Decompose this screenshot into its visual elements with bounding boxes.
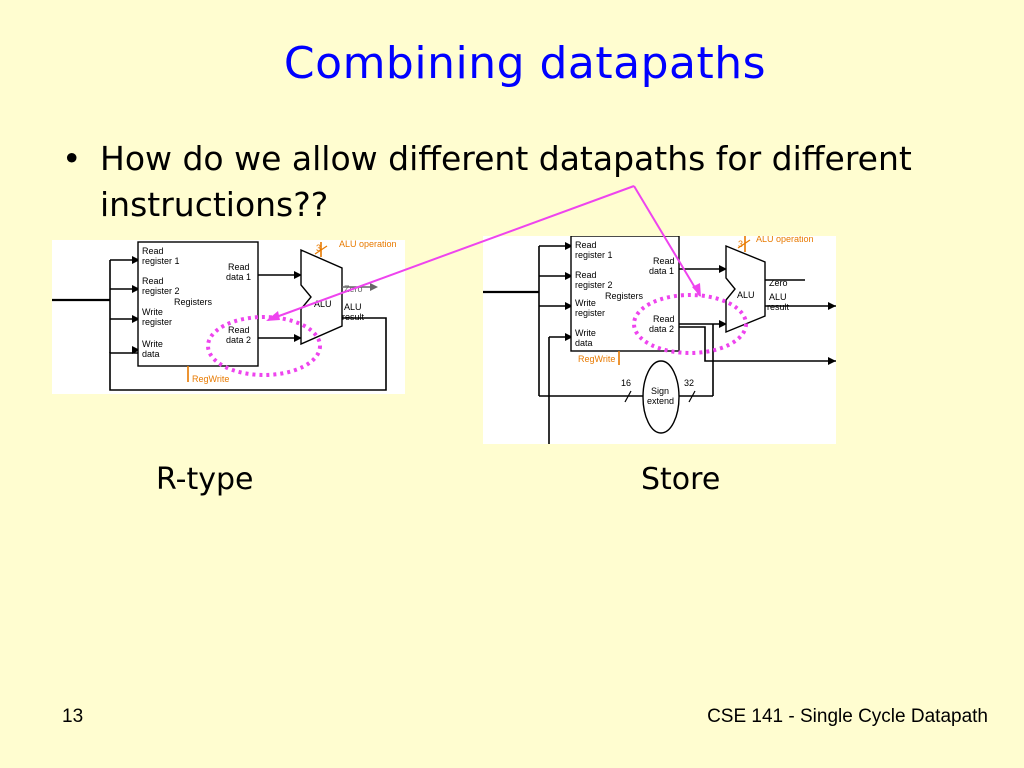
sign-extend-unit	[642, 360, 680, 434]
regwrite-label: RegWrite	[192, 374, 229, 384]
bullet-marker: •	[62, 139, 82, 178]
read-data-2-label: data 2	[226, 335, 251, 345]
rtype-datapath-diagram: Read register 1 Read register 2 Write re…	[52, 240, 405, 394]
alu-label: ALU	[737, 290, 755, 300]
write-register-label: register	[142, 317, 172, 327]
regwrite-label: RegWrite	[578, 354, 615, 364]
read-data-2-label: Read	[653, 314, 675, 324]
arrowhead	[132, 315, 140, 323]
alu-result-label: result	[767, 302, 790, 312]
read-register-1-label: Read	[575, 240, 597, 250]
write-register-label: Write	[575, 298, 596, 308]
arrowhead	[132, 256, 140, 264]
store-datapath-diagram: Read register 1 Read register 2 Write re…	[483, 236, 836, 444]
write-register-label: Write	[142, 307, 163, 317]
write-register-label: register	[575, 308, 605, 318]
sign-extend-label: extend	[647, 396, 674, 406]
zero-label: Zero	[344, 284, 363, 294]
arrowhead	[828, 357, 836, 365]
write-data-label: Write	[142, 339, 163, 349]
alu-result-label: ALU	[344, 302, 362, 312]
read-register-2-label: Read	[575, 270, 597, 280]
bullet-item: • How do we allow different datapaths fo…	[62, 136, 942, 228]
write-data-label: data	[142, 349, 160, 359]
write-data-label: data	[575, 338, 593, 348]
page-number: 13	[62, 706, 84, 727]
alu-result-label: ALU	[769, 292, 787, 302]
store-caption: Store	[641, 462, 721, 497]
rtype-caption: R-type	[156, 462, 254, 497]
bus-slash	[624, 390, 632, 403]
arrowhead	[132, 346, 140, 354]
read-register-2-label: Read	[142, 276, 164, 286]
arrowhead	[828, 302, 836, 310]
alu-operation-label: ALU operation	[756, 236, 814, 244]
immediate-width-32: 32	[684, 378, 694, 388]
zero-label: Zero	[769, 278, 788, 288]
arrowhead	[719, 265, 727, 273]
registers-label: Registers	[605, 291, 644, 301]
read-register-1-label: Read	[142, 246, 164, 256]
registers-label: Registers	[174, 297, 213, 307]
bullet-text: How do we allow different datapaths for …	[100, 139, 912, 224]
read-data-2-label: Read	[228, 325, 250, 335]
read-register-1-label: register 1	[575, 250, 613, 260]
footer-course-title: CSE 141 - Single Cycle Datapath	[707, 706, 988, 727]
read-data-1-label: Read	[228, 262, 250, 272]
alu-op-width: 3	[738, 239, 743, 249]
read-register-2-label: register 2	[142, 286, 180, 296]
alu-op-slash	[737, 239, 751, 249]
alu-result-label: result	[342, 312, 365, 322]
read-register-2-label: register 2	[575, 280, 613, 290]
read-data-1-label: data 1	[649, 266, 674, 276]
arrowhead	[132, 285, 140, 293]
read-register-1-label: register 1	[142, 256, 180, 266]
alu-operation-label: ALU operation	[339, 240, 397, 249]
write-data-label: Write	[575, 328, 596, 338]
read-data-1-label: Read	[653, 256, 675, 266]
read-data-1-label: data 1	[226, 272, 251, 282]
alu-label: ALU	[314, 299, 332, 309]
slide-title: Combining datapaths	[283, 38, 767, 89]
immediate-width-16: 16	[621, 378, 631, 388]
bus-slash	[688, 390, 696, 403]
read-data-2-label: data 2	[649, 324, 674, 334]
sign-extend-label: Sign	[651, 386, 669, 396]
